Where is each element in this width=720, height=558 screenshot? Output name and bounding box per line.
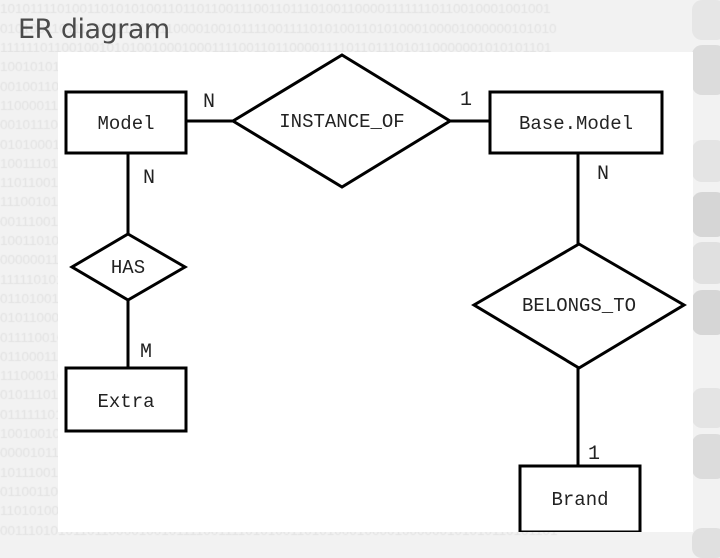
cardinality-model-has: N [143,167,155,190]
entity-model-label: Model [97,113,154,135]
cardinality-base-model-instance-of: 1 [460,89,472,112]
entity-brand-label: Brand [551,489,608,511]
entity-model [64,90,188,155]
er-diagram: Model Base.Model Extra Brand INSTANCE_OF… [64,53,687,534]
entity-base-model-label: Base.Model [519,113,633,135]
entity-extra-label: Extra [97,391,154,413]
relationship-instance-of [230,53,453,189]
relationship-has [69,232,188,302]
diagram-canvas: Model Base.Model Extra Brand INSTANCE_OF… [58,52,693,534]
relationship-belongs-to [471,242,687,370]
cardinality-base-model-belongs-to: N [597,163,609,186]
relationship-instance-of-label: INSTANCE_OF [279,111,404,133]
entity-extra [64,366,188,433]
decorative-side-tabs [690,0,720,558]
relationship-has-label: HAS [111,257,145,279]
relationship-belongs-to-label: BELONGS_TO [522,295,636,317]
cardinality-brand-belongs-to: 1 [588,443,600,466]
entity-base-model [488,90,664,155]
cardinality-extra-has: M [140,341,152,364]
slide-title: ER diagram [18,14,170,45]
cardinality-model-instance-of: N [203,91,215,114]
